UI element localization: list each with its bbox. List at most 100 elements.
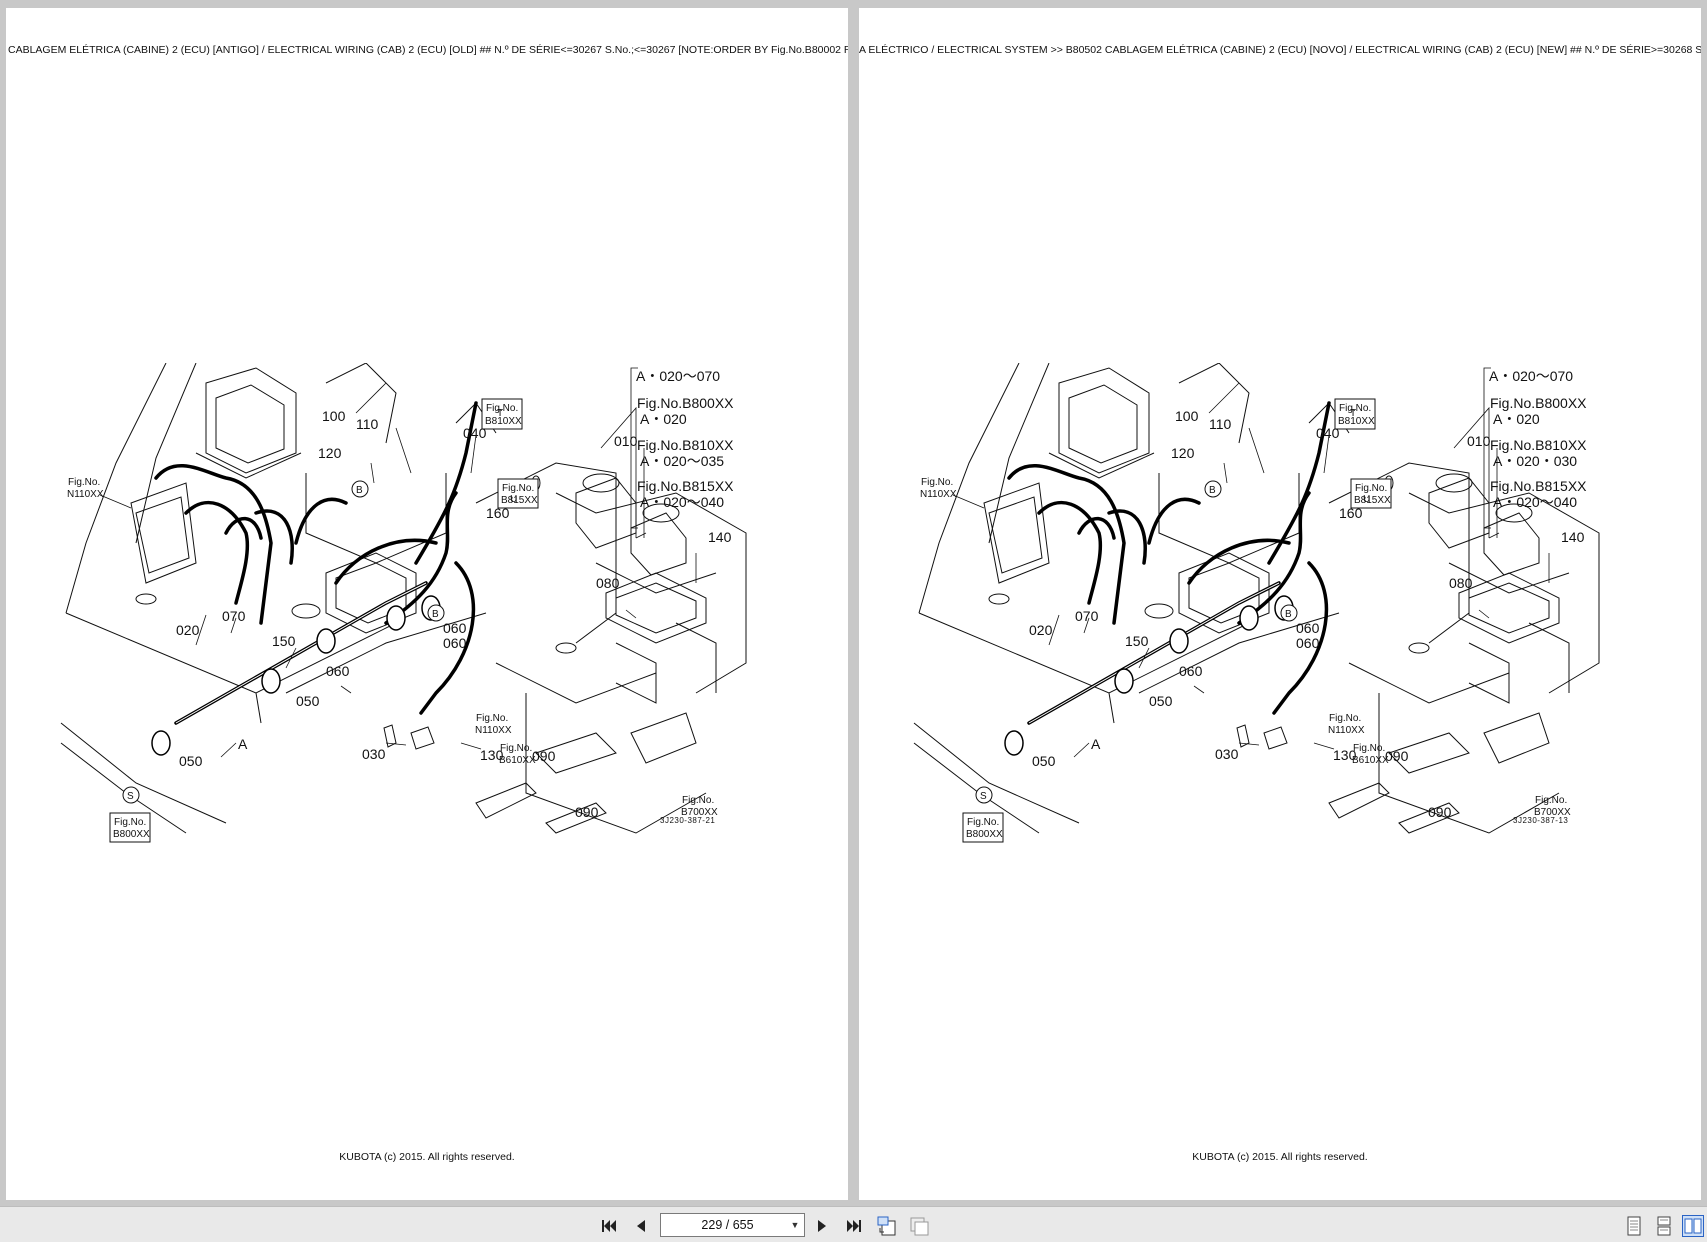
drawing-code: 3J230-387-21 <box>660 816 715 825</box>
diagram-harness <box>1007 401 1331 725</box>
figref-b700-code: B700XX <box>681 807 718 818</box>
harness-a-label: A <box>238 736 248 752</box>
part-150-label: 150 <box>272 633 296 649</box>
figref-b810-code: B810XX <box>485 416 522 427</box>
figref-b700-code: B700XX <box>1534 807 1571 818</box>
two-page-view-icon <box>1684 1218 1702 1234</box>
fit-page-icon <box>910 1217 929 1236</box>
figref-b700-title: Fig.No. <box>1535 795 1567 806</box>
figref-b815-title: Fig.No. <box>1355 483 1387 494</box>
page-number-value: 229 / 655 <box>701 1218 754 1232</box>
legend-line-3: A・020 <box>1493 411 1540 427</box>
part-040-label: 040 <box>1316 425 1340 441</box>
drawing-code: 3J230-387-13 <box>1513 816 1568 825</box>
part-060-label-a: 060 <box>1296 620 1320 636</box>
single-page-view-button[interactable] <box>1623 1215 1645 1237</box>
figref-n110-title: Fig.No. <box>68 477 100 488</box>
diagram-grommets <box>151 595 441 756</box>
figref-b610-code: B610XX <box>1352 755 1389 766</box>
part-100-label: 100 <box>1175 408 1199 424</box>
figref-b815-code: B815XX <box>501 495 538 506</box>
part-060-label-b: 060 <box>443 635 467 651</box>
callout-b-letter: B <box>356 485 363 496</box>
legend-line-1: A・020～070 <box>636 368 720 384</box>
figref-n110-code: N110XX <box>920 489 957 500</box>
figref-b800-code: B800XX <box>966 829 1003 840</box>
part-050-label-b: 050 <box>1032 753 1056 769</box>
callout-b-letter: B <box>1209 485 1216 496</box>
figref-b815-code: B815XX <box>1354 495 1391 506</box>
wiring-diagram: 100 110 120 040 160 010 140 080 060 060 … <box>913 363 1600 843</box>
callout-boxes <box>962 398 1392 843</box>
part-040-label: 040 <box>463 425 487 441</box>
parts-legend: A・020～070 Fig.No.B800XX A・020 Fig.No.B81… <box>1483 367 1587 529</box>
part-160-label: 160 <box>1339 505 1363 521</box>
figref-b815-title: Fig.No. <box>502 483 534 494</box>
diagram-harness-inner <box>1028 582 1280 724</box>
legend-line-7: A・020～040 <box>1493 494 1577 510</box>
figref-b800-title: Fig.No. <box>967 817 999 828</box>
prev-page-button[interactable] <box>630 1215 652 1237</box>
next-page-button[interactable] <box>811 1215 833 1237</box>
last-page-icon <box>847 1220 861 1232</box>
callout-s-letter: S <box>980 791 987 802</box>
callout-b-letter-2: B <box>1285 609 1292 620</box>
legend-line-5: A・020・030 <box>1493 453 1577 469</box>
fit-page-button[interactable] <box>908 1215 930 1237</box>
diagram-linework <box>60 363 747 834</box>
rotate-page-button[interactable] <box>876 1215 898 1237</box>
part-070-label: 070 <box>1075 608 1099 624</box>
callout-t-letter: T <box>497 408 503 419</box>
part-110-label: 110 <box>356 416 379 432</box>
harness-a-label: A <box>1091 736 1101 752</box>
legend-line-5: A・020～035 <box>640 453 724 469</box>
figref-n110-title: Fig.No. <box>921 477 953 488</box>
callout-s-letter: S <box>127 791 134 802</box>
callout-t-letter: T <box>1350 408 1356 419</box>
figref-n110-code-2: N110XX <box>475 725 512 736</box>
part-080-label: 080 <box>596 575 620 591</box>
last-page-button[interactable] <box>843 1215 865 1237</box>
part-110-label: 110 <box>1209 416 1232 432</box>
figref-n110-code-2: N110XX <box>1328 725 1365 736</box>
part-010-label: 010 <box>1467 433 1491 449</box>
part-030-label: 030 <box>1215 746 1239 762</box>
figref-b810-code: B810XX <box>1338 416 1375 427</box>
leader-lines <box>952 382 1550 758</box>
callout-u-letter: U <box>510 494 517 505</box>
part-090-label-a: 090 <box>532 748 556 764</box>
part-140-label: 140 <box>708 529 732 545</box>
diagram-harness-inner <box>175 582 427 724</box>
figref-n110-title-2: Fig.No. <box>1329 713 1361 724</box>
figref-b700-title: Fig.No. <box>682 795 714 806</box>
part-140-label: 140 <box>1561 529 1585 545</box>
legend-line-6: Fig.No.B815XX <box>1490 478 1587 494</box>
diagram-grommets <box>1004 595 1294 756</box>
legend-line-4: Fig.No.B810XX <box>1490 437 1587 453</box>
leader-lines <box>99 382 697 758</box>
callout-b-letter-2: B <box>432 609 439 620</box>
diagram-linework <box>913 363 1600 834</box>
prev-page-icon <box>637 1220 645 1232</box>
figref-b610-title: Fig.No. <box>500 743 532 754</box>
part-020-label: 020 <box>176 622 200 638</box>
part-130-label: 130 <box>480 747 504 763</box>
part-010-label: 010 <box>614 433 638 449</box>
first-page-icon <box>602 1220 616 1232</box>
part-050-label-a: 050 <box>1149 693 1173 709</box>
first-page-button[interactable] <box>598 1215 620 1237</box>
page-number-select[interactable]: 229 / 655 ▼ <box>660 1213 805 1237</box>
page-header-text: A ELÉCTRICO / ELECTRICAL SYSTEM >> B8050… <box>859 44 1701 56</box>
two-page-view-button[interactable] <box>1682 1215 1704 1237</box>
viewer-toolbar: 229 / 655 ▼ <box>0 1206 1707 1242</box>
part-090-label-a: 090 <box>1385 748 1409 764</box>
figref-b810-title: Fig.No. <box>486 403 518 414</box>
figref-b800-title: Fig.No. <box>114 817 146 828</box>
figref-n110-title-2: Fig.No. <box>476 713 508 724</box>
chevron-down-icon: ▼ <box>790 1220 800 1230</box>
part-060-label-b: 060 <box>1296 635 1320 651</box>
legend-line-2: Fig.No.B800XX <box>637 395 734 411</box>
figref-b810-title: Fig.No. <box>1339 403 1371 414</box>
callout-u-letter: U <box>1363 494 1370 505</box>
continuous-view-button[interactable] <box>1653 1215 1675 1237</box>
